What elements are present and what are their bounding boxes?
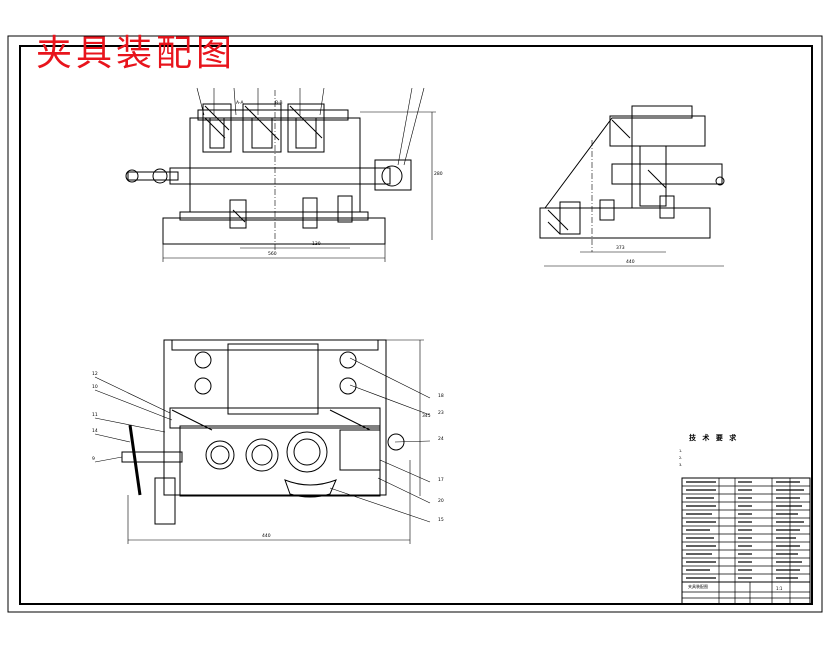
side-dim-2: 440 <box>626 260 635 265</box>
title-block-scale: 1:1 <box>776 586 783 591</box>
parts-list <box>681 477 811 605</box>
callout-17: 17 <box>438 478 444 483</box>
front-section-label-a: A-A <box>236 101 244 106</box>
front-section-label-b: B-B <box>275 101 283 106</box>
technical-note-3: 3. <box>679 463 683 467</box>
callout-11: 11 <box>92 413 98 418</box>
front-width-dim: 560 <box>268 252 277 257</box>
front-height-dim: 280 <box>434 172 443 177</box>
callout-24: 24 <box>438 437 444 442</box>
callout-9: 9 <box>92 457 95 462</box>
inner-frame <box>19 45 813 605</box>
callout-12: 12 <box>92 372 98 377</box>
plan-view <box>94 339 431 544</box>
plan-depth-dim: 345 <box>422 414 431 419</box>
outer-frame <box>7 35 823 613</box>
plan-width-dim: 440 <box>262 534 271 539</box>
front-view <box>125 87 436 262</box>
technical-note-2: 2. <box>679 456 683 460</box>
callout-10: 10 <box>92 385 98 390</box>
technical-requirements-heading: 技 术 要 求 <box>689 434 739 442</box>
front-sub-dim: 130 <box>312 242 321 247</box>
title-block-name: 夹具装配图 <box>688 584 708 589</box>
drawing-title: 夹具装配图 <box>36 33 237 74</box>
callout-15: 15 <box>438 518 444 523</box>
callout-18: 18 <box>438 394 444 399</box>
side-view <box>539 105 725 267</box>
technical-note-1: 1. <box>679 449 683 453</box>
callout-14: 14 <box>92 429 98 434</box>
parts-list-fill <box>686 481 804 579</box>
callout-20: 20 <box>438 499 444 504</box>
callout-23: 23 <box>438 411 444 416</box>
side-dim-1: 373 <box>616 246 625 251</box>
